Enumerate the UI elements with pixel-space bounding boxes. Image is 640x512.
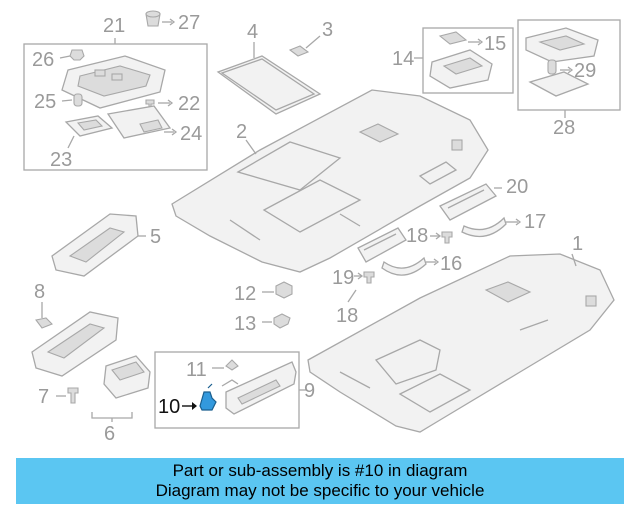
part-12[interactable]	[275, 281, 293, 299]
part-13[interactable]	[273, 313, 291, 329]
info-banner: Part or sub-assembly is #10 in diagram D…	[16, 458, 624, 504]
part-29[interactable]	[547, 59, 557, 75]
part-25[interactable]	[73, 93, 83, 107]
callout-20[interactable]: 20	[506, 176, 528, 198]
callout-21[interactable]: 21	[103, 15, 125, 37]
callout-12[interactable]: 12	[234, 283, 256, 305]
callout-28[interactable]: 28	[553, 117, 575, 139]
part-17[interactable]	[461, 216, 507, 238]
callout-3[interactable]: 3	[322, 19, 333, 41]
callout-23[interactable]: 23	[50, 149, 72, 171]
callout-10-highlighted[interactable]: 10	[158, 396, 180, 418]
callout-26[interactable]: 26	[32, 49, 54, 71]
callout-15[interactable]: 15	[484, 33, 506, 55]
callout-7[interactable]: 7	[38, 386, 49, 408]
part-3[interactable]	[288, 45, 310, 57]
callout-16[interactable]: 16	[440, 253, 462, 275]
callout-27[interactable]: 27	[178, 12, 200, 34]
callout-4[interactable]: 4	[247, 21, 258, 43]
part-4[interactable]	[216, 55, 322, 115]
callout-25[interactable]: 25	[34, 91, 56, 113]
part-11[interactable]	[225, 359, 239, 371]
part-26[interactable]	[69, 49, 85, 61]
banner-line-2: Diagram may not be specific to your vehi…	[155, 481, 485, 500]
callout-29[interactable]: 29	[574, 60, 596, 82]
part-2-headliner[interactable]	[171, 89, 489, 273]
callout-18-lower[interactable]: 18	[336, 305, 358, 327]
part-24[interactable]	[106, 105, 172, 139]
callout-14[interactable]: 14	[392, 48, 414, 70]
part-7[interactable]	[67, 387, 79, 404]
box-group-14	[422, 27, 514, 94]
callout-2[interactable]: 2	[236, 121, 247, 143]
part-1-headliner[interactable]	[307, 253, 615, 433]
callout-19[interactable]: 19	[332, 267, 354, 289]
callout-18-upper[interactable]: 18	[406, 225, 428, 247]
callout-5[interactable]: 5	[150, 226, 161, 248]
callout-9[interactable]: 9	[304, 380, 315, 402]
callout-17[interactable]: 17	[524, 211, 546, 233]
part-18-upper[interactable]	[441, 231, 453, 244]
callout-1[interactable]: 1	[572, 233, 583, 255]
banner-line-1: Part or sub-assembly is #10 in diagram	[172, 461, 468, 480]
callout-8[interactable]: 8	[34, 281, 45, 303]
part-19[interactable]	[357, 227, 407, 263]
part-20[interactable]	[439, 183, 498, 221]
part-8[interactable]	[35, 317, 53, 329]
part-15[interactable]	[438, 31, 468, 45]
callout-13[interactable]: 13	[234, 313, 256, 335]
callout-24[interactable]: 24	[180, 123, 202, 145]
callout-6[interactable]: 6	[104, 423, 115, 445]
box-group-28	[517, 19, 621, 111]
part-16[interactable]	[381, 256, 427, 276]
callout-11[interactable]: 11	[186, 359, 207, 381]
part-10-highlighted[interactable]	[199, 391, 217, 411]
callout-22[interactable]: 22	[178, 93, 200, 115]
